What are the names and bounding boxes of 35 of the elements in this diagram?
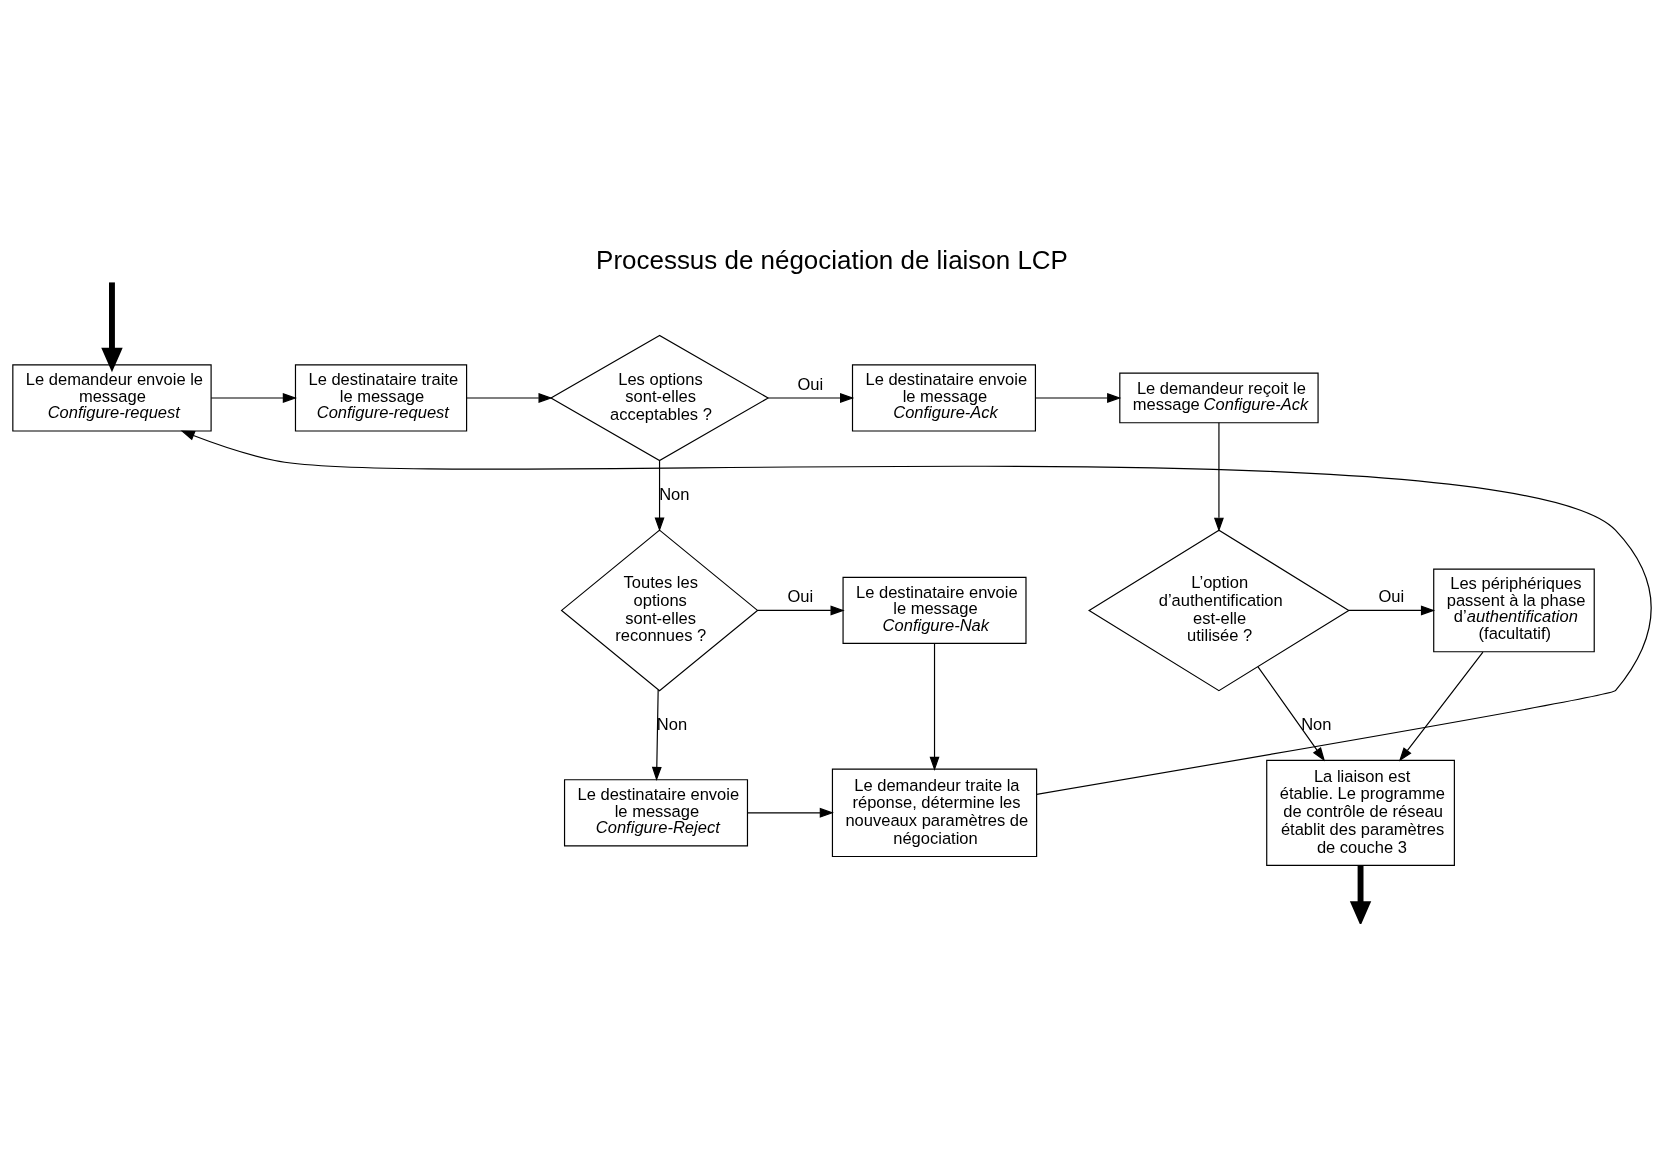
arrow bbox=[1348, 605, 1436, 616]
arrow bbox=[767, 393, 855, 403]
node-box: Le destinataire envoie le message Configure-Nak bbox=[842, 576, 1027, 645]
edge-label: Oui bbox=[797, 374, 824, 394]
edge-label: Non bbox=[656, 714, 688, 734]
diagram-title: Processus de négociation de liaison LCP bbox=[596, 245, 1068, 276]
arrow bbox=[1257, 666, 1326, 762]
edge-label: Non bbox=[659, 484, 690, 504]
node-box: Le destinataire envoie le message Configure-Reject bbox=[563, 779, 749, 847]
node-box: Le demandeur envoie le message Configure-request bbox=[12, 364, 212, 432]
arrow bbox=[1349, 865, 1372, 924]
edge-label: Non bbox=[1301, 714, 1332, 734]
node-diamond: Les options sont-elles acceptables ? bbox=[549, 334, 770, 462]
node-box: Le demandeur traite la réponse, détermine les nouveaux paramètres de négociation bbox=[831, 768, 1038, 858]
arrow bbox=[757, 605, 845, 616]
arrow bbox=[180, 430, 1652, 795]
edge-label: Oui bbox=[1378, 587, 1405, 607]
node-box: Le demandeur reçoit le message Configure-Ack bbox=[1119, 372, 1319, 424]
arrow bbox=[1398, 651, 1484, 762]
arrow bbox=[1213, 422, 1224, 532]
arrow bbox=[210, 393, 297, 403]
node-box: La liaison est établie. Le programme de contrôle de réseau établit des paramètres de couche 3 bbox=[1266, 759, 1455, 866]
arrow bbox=[651, 689, 662, 782]
arrow bbox=[654, 460, 665, 532]
arrow bbox=[101, 282, 123, 373]
arrow bbox=[929, 643, 940, 771]
node-box: Le destinataire traite le message Configure-request bbox=[294, 364, 468, 432]
node-diamond: Toutes les options sont-elles reconnues ? bbox=[560, 529, 759, 692]
node-box: Les périphériques passent à la phase d’authentification (facultatif) bbox=[1433, 568, 1595, 653]
edge-label: Oui bbox=[787, 587, 814, 607]
arrow bbox=[747, 807, 834, 818]
node-box: Le destinataire envoie le message Configure-Ack bbox=[851, 364, 1036, 432]
arrow bbox=[1035, 393, 1122, 403]
arrow bbox=[466, 393, 553, 403]
node-diamond: L’option d’authentification est-elle utilisée ? bbox=[1088, 529, 1350, 692]
